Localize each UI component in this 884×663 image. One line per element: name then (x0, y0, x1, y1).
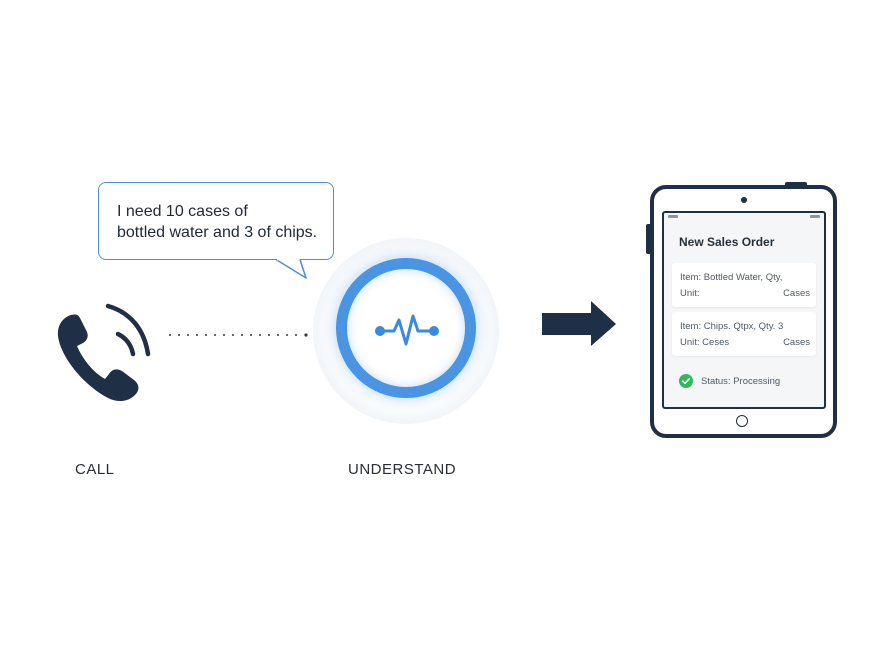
speech-line-1: I need 10 cases of (117, 203, 248, 220)
waveform-icon (375, 314, 439, 346)
order-title: New Sales Order (679, 235, 775, 249)
tablet-camera (741, 197, 747, 203)
order-item-unit-value: Cases (783, 337, 810, 348)
order-item-unit: Unit: Ceses (680, 337, 730, 348)
understand-label: UNDERSTAND (348, 461, 457, 478)
order-item-unit-value: Cases (783, 288, 810, 299)
status-bar-indicator (668, 215, 678, 218)
tablet-screen: New Sales Order Item: Bottled Water, Qty… (662, 211, 826, 409)
order-item-card[interactable]: Item: Chips. Qtpx, Qty. 3 Unit: Ceses Ca… (672, 312, 816, 356)
order-item-unit: Unit: (680, 288, 700, 299)
dotted-connector (169, 333, 308, 337)
order-item-detail: Item: Bottled Water, Qty, (680, 272, 783, 283)
speech-bubble: I need 10 cases of bottled water and 3 o… (98, 182, 334, 260)
order-status: Status: Processing (701, 376, 781, 387)
tablet-top-button (785, 182, 807, 186)
tablet-side-button (646, 224, 651, 254)
phone-icon (57, 303, 151, 402)
tablet-home-button (736, 415, 748, 427)
ai-ring (336, 258, 476, 398)
order-item-card[interactable]: Item: Bottled Water, Qty, Unit: Cases (672, 263, 816, 307)
call-label: CALL (75, 461, 115, 478)
check-circle-icon (679, 374, 693, 388)
screen-status-bar (664, 213, 824, 220)
speech-line-2: bottled water and 3 of chips. (117, 224, 318, 241)
order-item-detail: Item: Chips. Qtpx, Qty. 3 (680, 321, 784, 332)
status-bar-battery (810, 215, 820, 218)
arrow-right-icon (542, 301, 616, 346)
